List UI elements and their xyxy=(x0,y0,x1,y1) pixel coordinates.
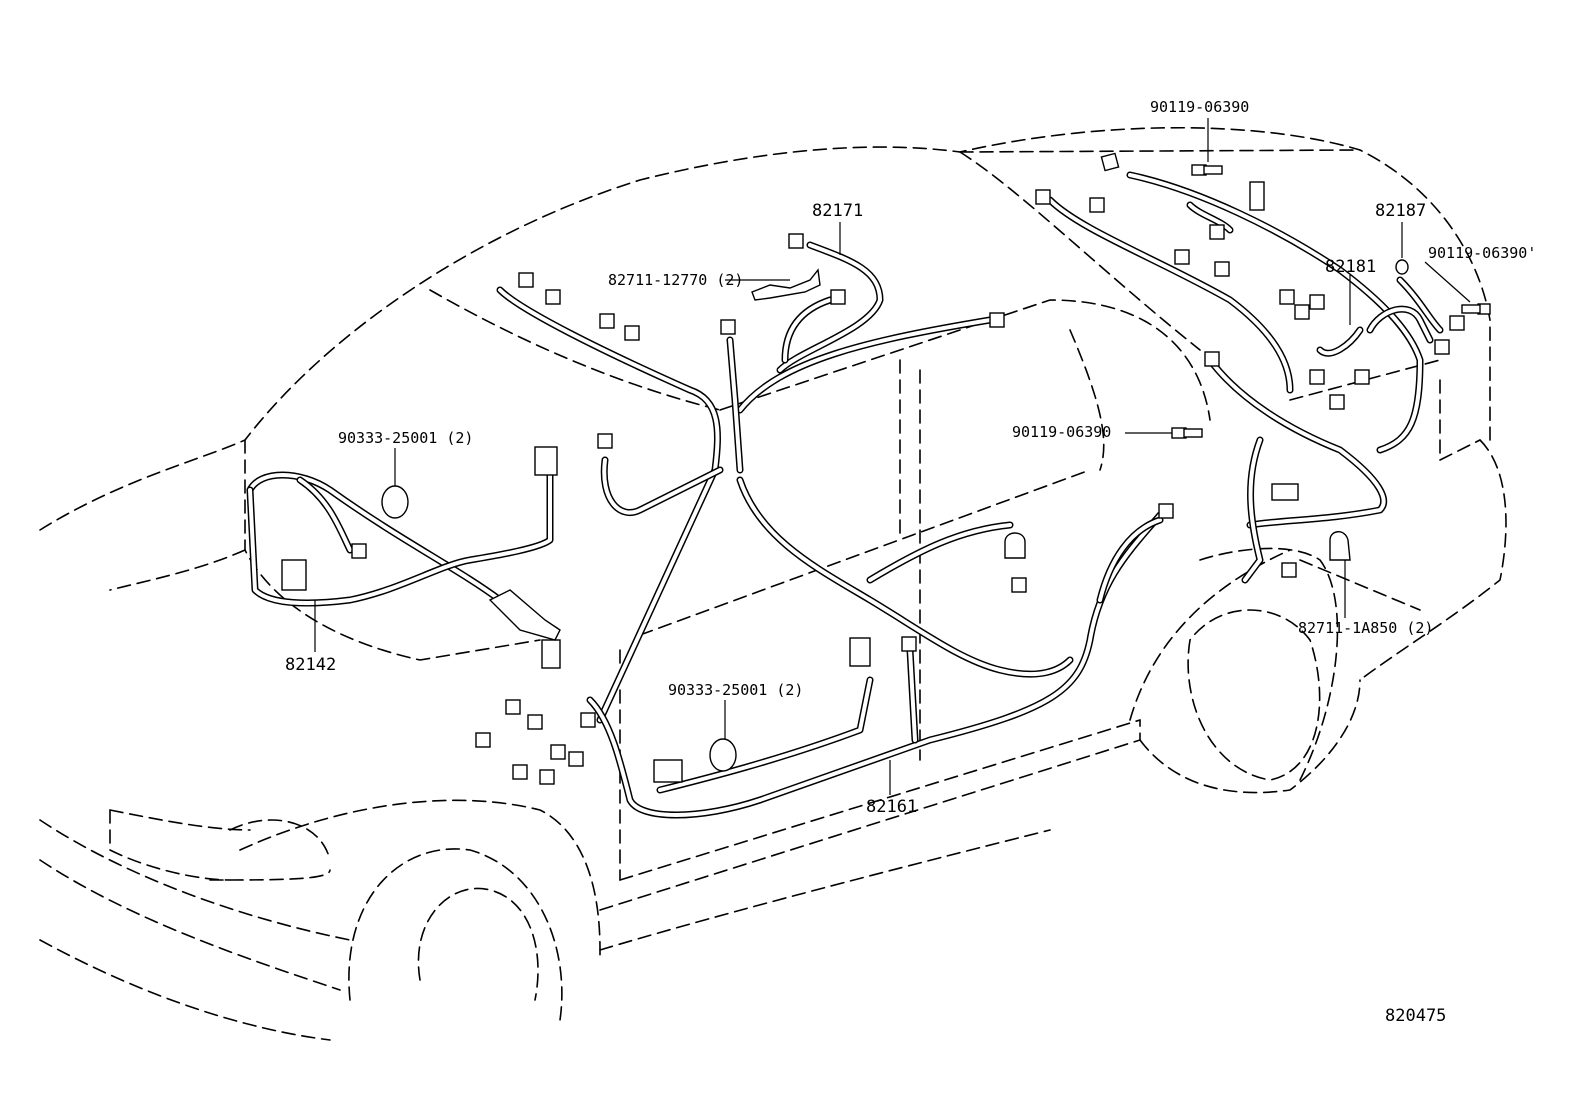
label-bolt-mid: 90119-06390 xyxy=(1012,423,1111,441)
label-harness-floor-rear: 82187 xyxy=(1375,201,1426,221)
leader-lines xyxy=(314,118,1471,795)
diagram-id: 820475 xyxy=(1385,1006,1446,1026)
label-harness-front: 82142 xyxy=(285,655,336,675)
label-bolt-top: 90119-06390 xyxy=(1150,98,1249,116)
grommet-rear xyxy=(1395,259,1409,275)
harness-floor-rear-82187 xyxy=(1366,305,1434,344)
label-harness-floor: 82161 xyxy=(866,797,917,817)
harness-roof-82171 xyxy=(496,241,994,724)
connectors xyxy=(281,152,1465,785)
part-labels: 90119-06390 90119-06390' 90119-06390 821… xyxy=(285,98,1536,1026)
clamp-roof xyxy=(751,268,821,301)
bolt-right-icon xyxy=(1461,303,1491,315)
label-harness-rear: 82181 xyxy=(1325,257,1376,277)
bolt-top-icon xyxy=(1191,164,1223,176)
label-clamp-rear: 82711-1A850 (2) xyxy=(1298,619,1433,637)
bolt-mid-icon xyxy=(1171,427,1203,439)
fasteners xyxy=(751,164,1491,439)
label-clamp-roof: 82711-12770 (2) xyxy=(608,271,743,289)
harness-floor-82161 xyxy=(586,476,1164,819)
grommet-floor xyxy=(709,738,737,772)
harness-front-82142 xyxy=(246,466,559,634)
car-body-outline xyxy=(39,126,1507,1041)
harness-rear-82181 xyxy=(1046,171,1444,584)
grommet-front xyxy=(381,485,409,519)
label-bolt-right: 90119-06390' xyxy=(1428,244,1536,262)
grommets xyxy=(381,259,1409,772)
label-grommet-floor: 90333-25001 (2) xyxy=(668,681,803,699)
label-harness-roof: 82171 xyxy=(812,201,863,221)
label-grommet-front: 90333-25001 (2) xyxy=(338,429,473,447)
